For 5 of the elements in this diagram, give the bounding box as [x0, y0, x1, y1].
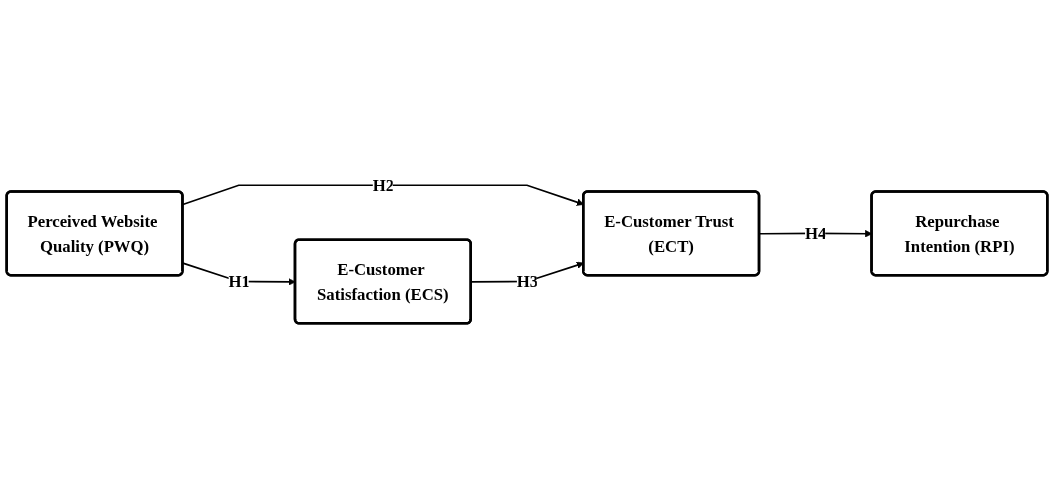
edge-label: H4 — [805, 224, 827, 243]
arrow — [182, 184, 584, 206]
edge-label: H2 — [372, 176, 395, 195]
edge-label: H3 — [516, 272, 539, 291]
edge-label: H1 — [228, 272, 250, 291]
